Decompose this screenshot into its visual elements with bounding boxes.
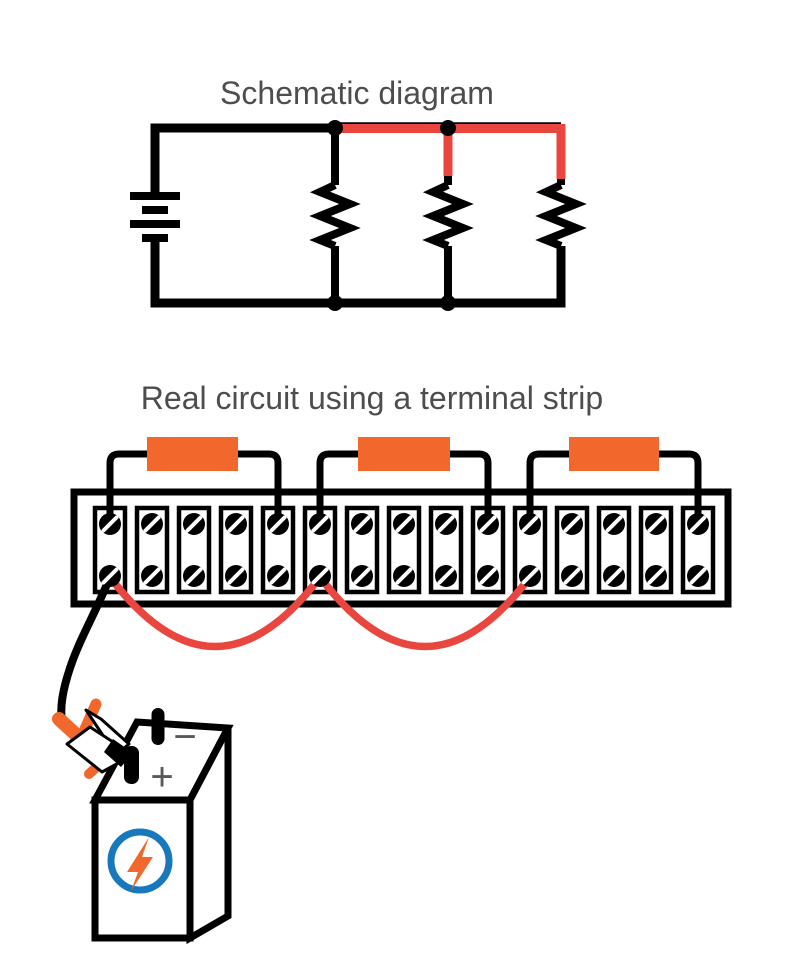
screw-icon (267, 513, 289, 535)
resistor-body (569, 437, 659, 471)
resistor2-wire-right (447, 450, 492, 524)
lightning-bolt-icon (127, 837, 153, 891)
resistor-hookup-wires (106, 450, 702, 524)
battery-symbol (130, 192, 180, 242)
schematic-title: Schematic diagram (220, 75, 494, 111)
clip-jaw-tip (104, 739, 133, 767)
screw-icon (519, 513, 541, 535)
screw-icon (351, 565, 373, 587)
screw-icon (645, 565, 667, 587)
screw-icon (141, 513, 163, 535)
screw-icon (225, 513, 247, 535)
resistor3-wire-right (656, 450, 702, 524)
screw-icon (393, 565, 415, 587)
screw-icon (225, 565, 247, 587)
alligator-clip (52, 698, 135, 779)
screw-icon (645, 513, 667, 535)
screw-icon (435, 513, 457, 535)
resistor-body (358, 437, 450, 471)
schematic-red-wires (331, 124, 566, 179)
battery-lead-wire (57, 573, 114, 726)
battery-logo (107, 828, 173, 894)
screw-icon (99, 565, 121, 587)
resistor2-zigzag (422, 181, 474, 250)
resistor3-zigzag (535, 181, 587, 250)
screw-icon (267, 565, 289, 587)
screw-icon (141, 565, 163, 587)
screw-icon (519, 565, 541, 587)
screw-icon (561, 565, 583, 587)
junction-dot (440, 120, 456, 136)
negative-terminal-label: − (173, 715, 196, 759)
junction-dots (327, 120, 456, 311)
screw-icon (309, 513, 331, 535)
screw-icon (183, 565, 205, 587)
positive-terminal-label: + (150, 755, 173, 799)
screw-icon (603, 513, 625, 535)
red-wire-top-rail (331, 124, 566, 179)
schematic-diagram (130, 122, 587, 308)
screw-icon (99, 513, 121, 535)
schematic-wire-top-left (150, 123, 335, 192)
resistor1-zigzag (309, 181, 361, 250)
screw-icon (183, 513, 205, 535)
resistor-body (147, 437, 238, 471)
resistor1-wire-right (235, 450, 282, 524)
screw-icon (477, 565, 499, 587)
screw-icon (687, 513, 709, 535)
battery-negative-post (151, 708, 165, 745)
screw-icon (393, 513, 415, 535)
junction-dot (327, 120, 343, 136)
screw-icon (561, 513, 583, 535)
schematic-wire-bottom-rail (150, 242, 566, 308)
red-jumper-2 (316, 573, 534, 651)
real-resistors (147, 437, 659, 471)
screw-icon (687, 565, 709, 587)
screw-icon (309, 565, 331, 587)
resistor2-wire-left (316, 450, 361, 524)
junction-dot (327, 295, 343, 311)
junction-dot (440, 295, 456, 311)
resistor3-wire-left (526, 450, 572, 524)
screw-icon (351, 513, 373, 535)
resistor1-wire-left (106, 450, 150, 524)
screw-icon (435, 565, 457, 587)
real-circuit-title: Real circuit using a terminal strip (141, 380, 603, 416)
red-jumper-wires (106, 573, 534, 651)
logo-ring (107, 828, 173, 894)
terminal-screws (99, 513, 709, 587)
screw-icon (477, 513, 499, 535)
red-jumper-1 (106, 573, 324, 651)
screw-icon (603, 565, 625, 587)
